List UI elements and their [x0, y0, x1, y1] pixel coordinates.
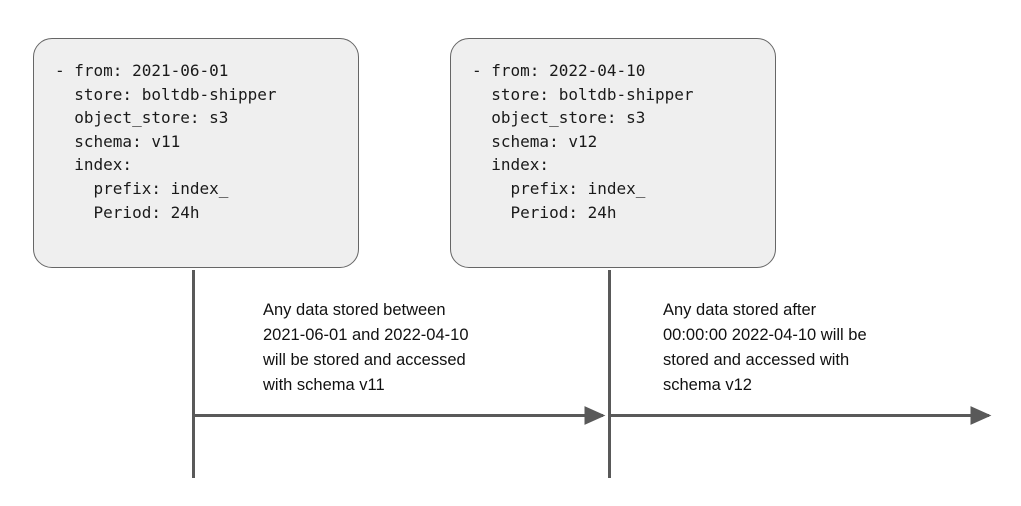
schema-config-v11-text: - from: 2021-06-01 store: boltdb-shipper… — [55, 61, 277, 222]
schema-config-box-v11: - from: 2021-06-01 store: boltdb-shipper… — [33, 38, 359, 268]
schema-config-box-v12: - from: 2022-04-10 store: boltdb-shipper… — [450, 38, 776, 268]
annotation-v12: Any data stored after 00:00:00 2022-04-1… — [663, 301, 867, 394]
schema-config-v12-text: - from: 2022-04-10 store: boltdb-shipper… — [472, 61, 694, 222]
annotation-v11: Any data stored between 2021-06-01 and 2… — [263, 301, 469, 394]
